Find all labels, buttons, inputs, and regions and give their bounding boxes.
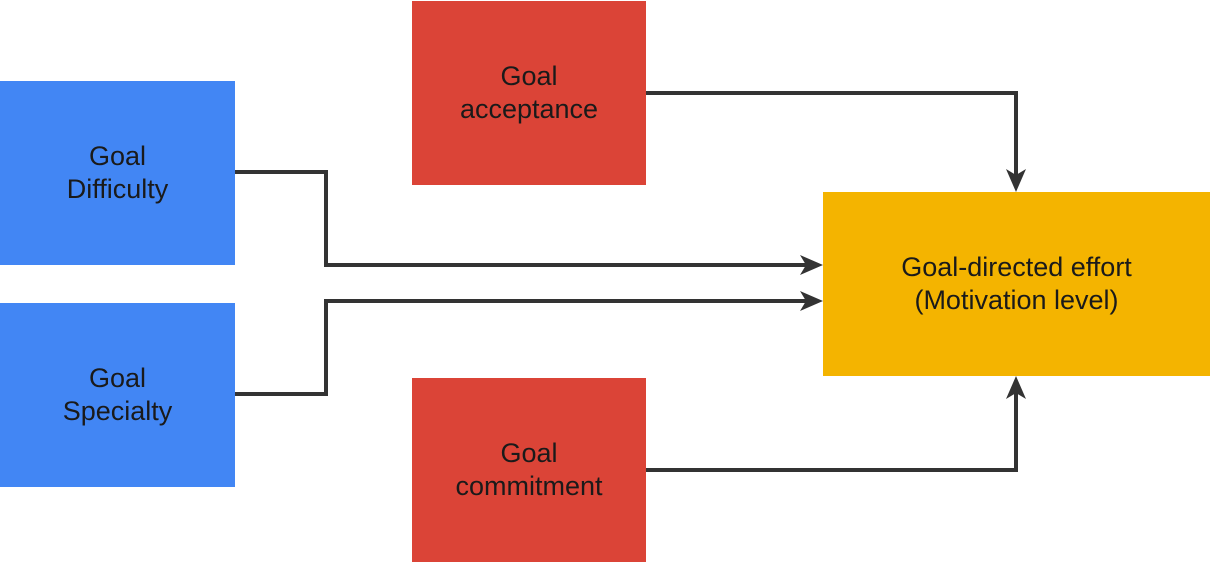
- edge-acceptance-arrowhead: [1006, 169, 1026, 192]
- node-goal-commitment: Goal commitment: [412, 378, 646, 562]
- node-label-line1: Goal: [500, 61, 558, 91]
- node-label-line2: acceptance: [459, 94, 599, 124]
- edge-difficulty-arrowhead: [800, 255, 823, 275]
- node-label-line2: (Motivation level): [914, 285, 1119, 315]
- node-goal-directed-effort: Goal-directed effort (Motivation level): [823, 192, 1210, 376]
- edge-acceptance-to-effort: [646, 91, 1018, 175]
- node-label-line1: Goal: [88, 141, 147, 171]
- edge-specialty-to-effort: [235, 299, 806, 396]
- edge-commitment-to-effort: [646, 393, 1018, 472]
- node-label-line2: Difficulty: [66, 174, 169, 204]
- node-goal-specialty: Goal Specialty: [0, 303, 235, 487]
- node-label-line2: commitment: [455, 471, 603, 501]
- edge-specialty-arrowhead: [800, 291, 823, 311]
- edge-difficulty-to-effort: [235, 170, 806, 267]
- node-label-line1: Goal: [500, 438, 558, 468]
- edge-commitment-arrowhead: [1006, 376, 1026, 399]
- node-label-line2: Specialty: [62, 396, 173, 426]
- node-label-line1: Goal-directed effort: [901, 252, 1132, 282]
- node-label-line1: Goal: [88, 363, 147, 393]
- node-goal-difficulty: Goal Difficulty: [0, 81, 235, 265]
- node-goal-acceptance: Goal acceptance: [412, 1, 646, 185]
